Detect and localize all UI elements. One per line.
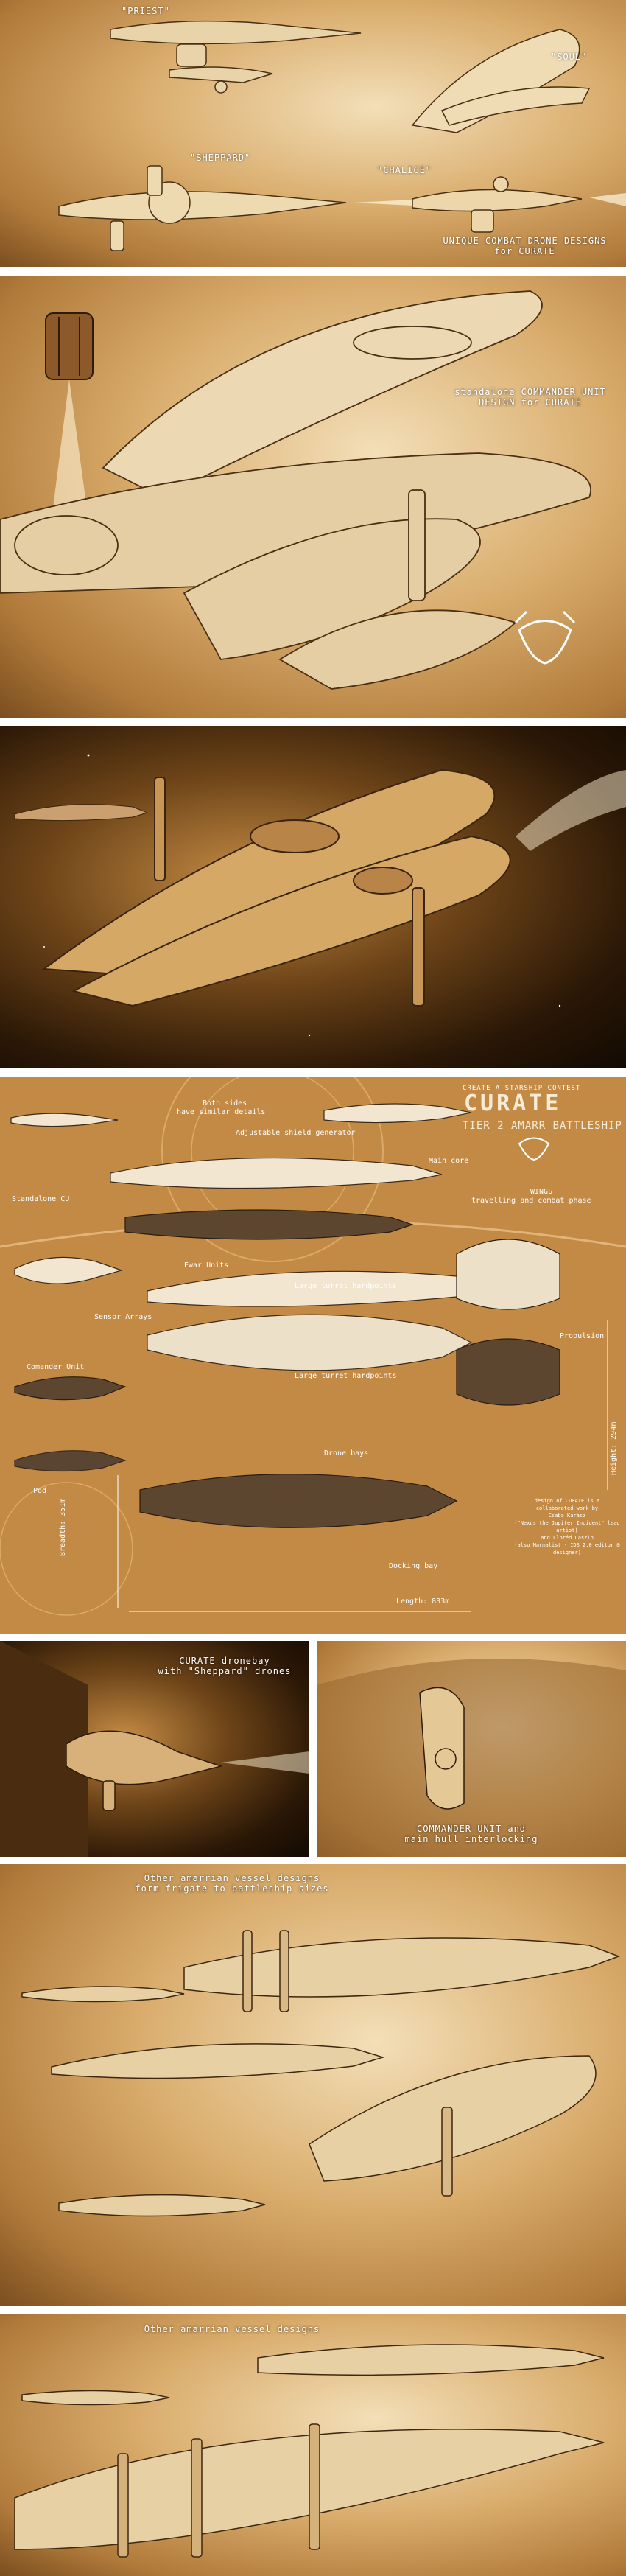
sheppard-label: "SHEPPARD" (190, 153, 251, 163)
bp-side-view-main (110, 1157, 443, 1189)
commander-caption-line1: standalone COMMANDER UNIT (454, 387, 606, 397)
label-shield: Adjustable shield generator (236, 1129, 356, 1137)
drone-sketches (58, 20, 626, 251)
other-vessels-panel: Other amarrian vessel designs form friga… (0, 1864, 626, 2306)
interlocking-sketch (317, 1659, 626, 1857)
commander-unit-panel: standalone COMMANDER UNIT DESIGN for CUR… (0, 276, 626, 718)
priest-drone (110, 20, 362, 94)
credits-line: and Lloréd Laszlo (541, 1535, 594, 1541)
curate-battleship (42, 769, 511, 1007)
dronebay-caption: CURATE dronebay with "Sheppard" drones (147, 1656, 302, 1676)
bp-white-view (147, 1314, 473, 1371)
dronebay-sketch (0, 1641, 309, 1857)
label-large-turret-2: Large turret hardpoints (295, 1372, 397, 1380)
credits-line: ("Nexus the Jupiter Incident" lead artis… (514, 1520, 620, 1533)
label-drone-bays: Drone bays (324, 1449, 369, 1457)
bp-side-view-small (10, 1113, 119, 1127)
credits-block: design of CURATE is a collaborated work … (512, 1497, 622, 1556)
label-both-sides-2: have similar details (177, 1108, 266, 1116)
vessel-medium-1 (51, 2043, 385, 2079)
battleship-render (14, 754, 626, 1037)
label-breadth: Breadth: 351m (59, 1498, 67, 1556)
dronebay-view: CURATE dronebay with "Sheppard" drones (0, 1641, 309, 1857)
vessel-left (21, 2390, 170, 2406)
bp-front-view-lower (456, 1338, 560, 1406)
label-large-turret-1: Large turret hardpoints (295, 1282, 397, 1290)
credits-line: design of CURATE is a (534, 1498, 600, 1504)
commander-sketch (0, 290, 591, 690)
escort-ship (14, 804, 149, 822)
sheppard-drone (58, 165, 347, 251)
label-wings: WINGS (530, 1188, 553, 1196)
contest-label: CREATE A STARSHIP CONTEST (463, 1085, 581, 1092)
chalice-drone (412, 176, 583, 233)
label-pod: Pod (33, 1487, 47, 1495)
battleship-render-panel (0, 726, 626, 1068)
label-docking: Docking bay (389, 1562, 438, 1570)
label-length: Length: 833m (396, 1597, 450, 1606)
label-ewar: Ewar Units (184, 1261, 229, 1270)
interlocking-caption-line1: COMMANDER UNIT and (416, 1824, 527, 1834)
other-vessels-panel-2: Other amarrian vessel designs (0, 2314, 626, 2576)
bp-side-view-top (323, 1103, 472, 1124)
bp-cu-side (14, 1256, 124, 1284)
commander-hull-upper (102, 290, 543, 499)
interlocking-view: COMMANDER UNIT and main hull interlockin… (317, 1641, 626, 1857)
drone-caption-line1: UNIQUE COMBAT DRONE DESIGNS (443, 236, 607, 246)
other-vessels-caption-2-line1: Other amarrian vessel designs (144, 2324, 320, 2334)
blueprint-title: CURATE (464, 1091, 562, 1116)
label-height: Height: 294m (610, 1421, 618, 1475)
credits-line: collaborated work by (535, 1505, 599, 1511)
vessel-top (257, 2344, 605, 2376)
bp-emblem (518, 1137, 550, 1161)
dronebay-caption-line2: with "Sheppard" drones (158, 1666, 292, 1676)
soul-label: "SOUL" (551, 52, 588, 62)
vessel-small-2 (58, 2194, 266, 2217)
other-vessels-caption-line2: form frigate to battleship sizes (135, 1883, 329, 1894)
credits-line: Csaba Kárász (548, 1513, 586, 1519)
dronebay-panel: CURATE dronebay with "Sheppard" drones C… (0, 1641, 626, 1857)
other-vessels-caption-2: Other amarrian vessel designs (122, 2324, 342, 2334)
commander-caption: standalone COMMANDER UNIT DESIGN for CUR… (442, 387, 619, 407)
bp-bottom-view (139, 1474, 458, 1528)
label-standalone-cu: Standalone CU (12, 1195, 70, 1203)
interlocking-caption: COMMANDER UNIT and main hull interlockin… (390, 1824, 552, 1844)
soul-drone (411, 29, 591, 133)
commander-pod (45, 312, 94, 380)
commander-hull-lower (0, 452, 591, 690)
label-sensor: Sensor Arrays (94, 1313, 152, 1321)
drone-designs-panel: "PRIEST" "SOUL" "SHEPPARD" "CHALICE" UNI… (0, 0, 626, 267)
vessel-large-1 (183, 1937, 621, 1998)
blueprint-graphics (0, 1077, 626, 1616)
other-vessels-sketch (21, 1930, 621, 2217)
bp-pod-view (14, 1450, 127, 1472)
label-main-core: Main core (429, 1157, 469, 1165)
bp-front-view-upper (456, 1239, 560, 1310)
other-vessels-sketch-2 (14, 2344, 605, 2558)
label-commander: Comander Unit (27, 1363, 85, 1371)
label-propulsion: Propulsion (560, 1332, 605, 1340)
priest-label: "PRIEST" (122, 6, 170, 16)
interlocking-caption-line2: main hull interlocking (404, 1834, 538, 1844)
commander-caption-line2: DESIGN for CURATE (479, 397, 582, 407)
blueprint-panel: CREATE A STARSHIP CONTEST CURATE TIER 2 … (0, 1077, 626, 1634)
bp-cu-dark-view (124, 1209, 414, 1240)
dronebay-caption-line1: CURATE dronebay (179, 1656, 270, 1666)
chalice-label: "CHALICE" (377, 165, 432, 175)
blueprint-subtitle: TIER 2 AMARR BATTLESHIP (463, 1120, 622, 1132)
bp-commander-view (14, 1376, 127, 1401)
label-both-sides: Both sides (203, 1099, 247, 1107)
label-wings-2: travelling and combat phase (471, 1197, 591, 1205)
other-vessels-caption: Other amarrian vessel designs form friga… (122, 1873, 342, 1894)
credits-line: (also Marmalist - IDS 2.0 editor & desig… (514, 1542, 620, 1555)
drone-caption-line2: for CURATE (494, 246, 555, 256)
amarr-emblem (514, 610, 576, 665)
drone-caption: UNIQUE COMBAT DRONE DESIGNS for CURATE (431, 236, 619, 256)
vessel-small-1 (21, 1986, 185, 2003)
other-vessels-caption-line1: Other amarrian vessel designs (144, 1873, 320, 1883)
